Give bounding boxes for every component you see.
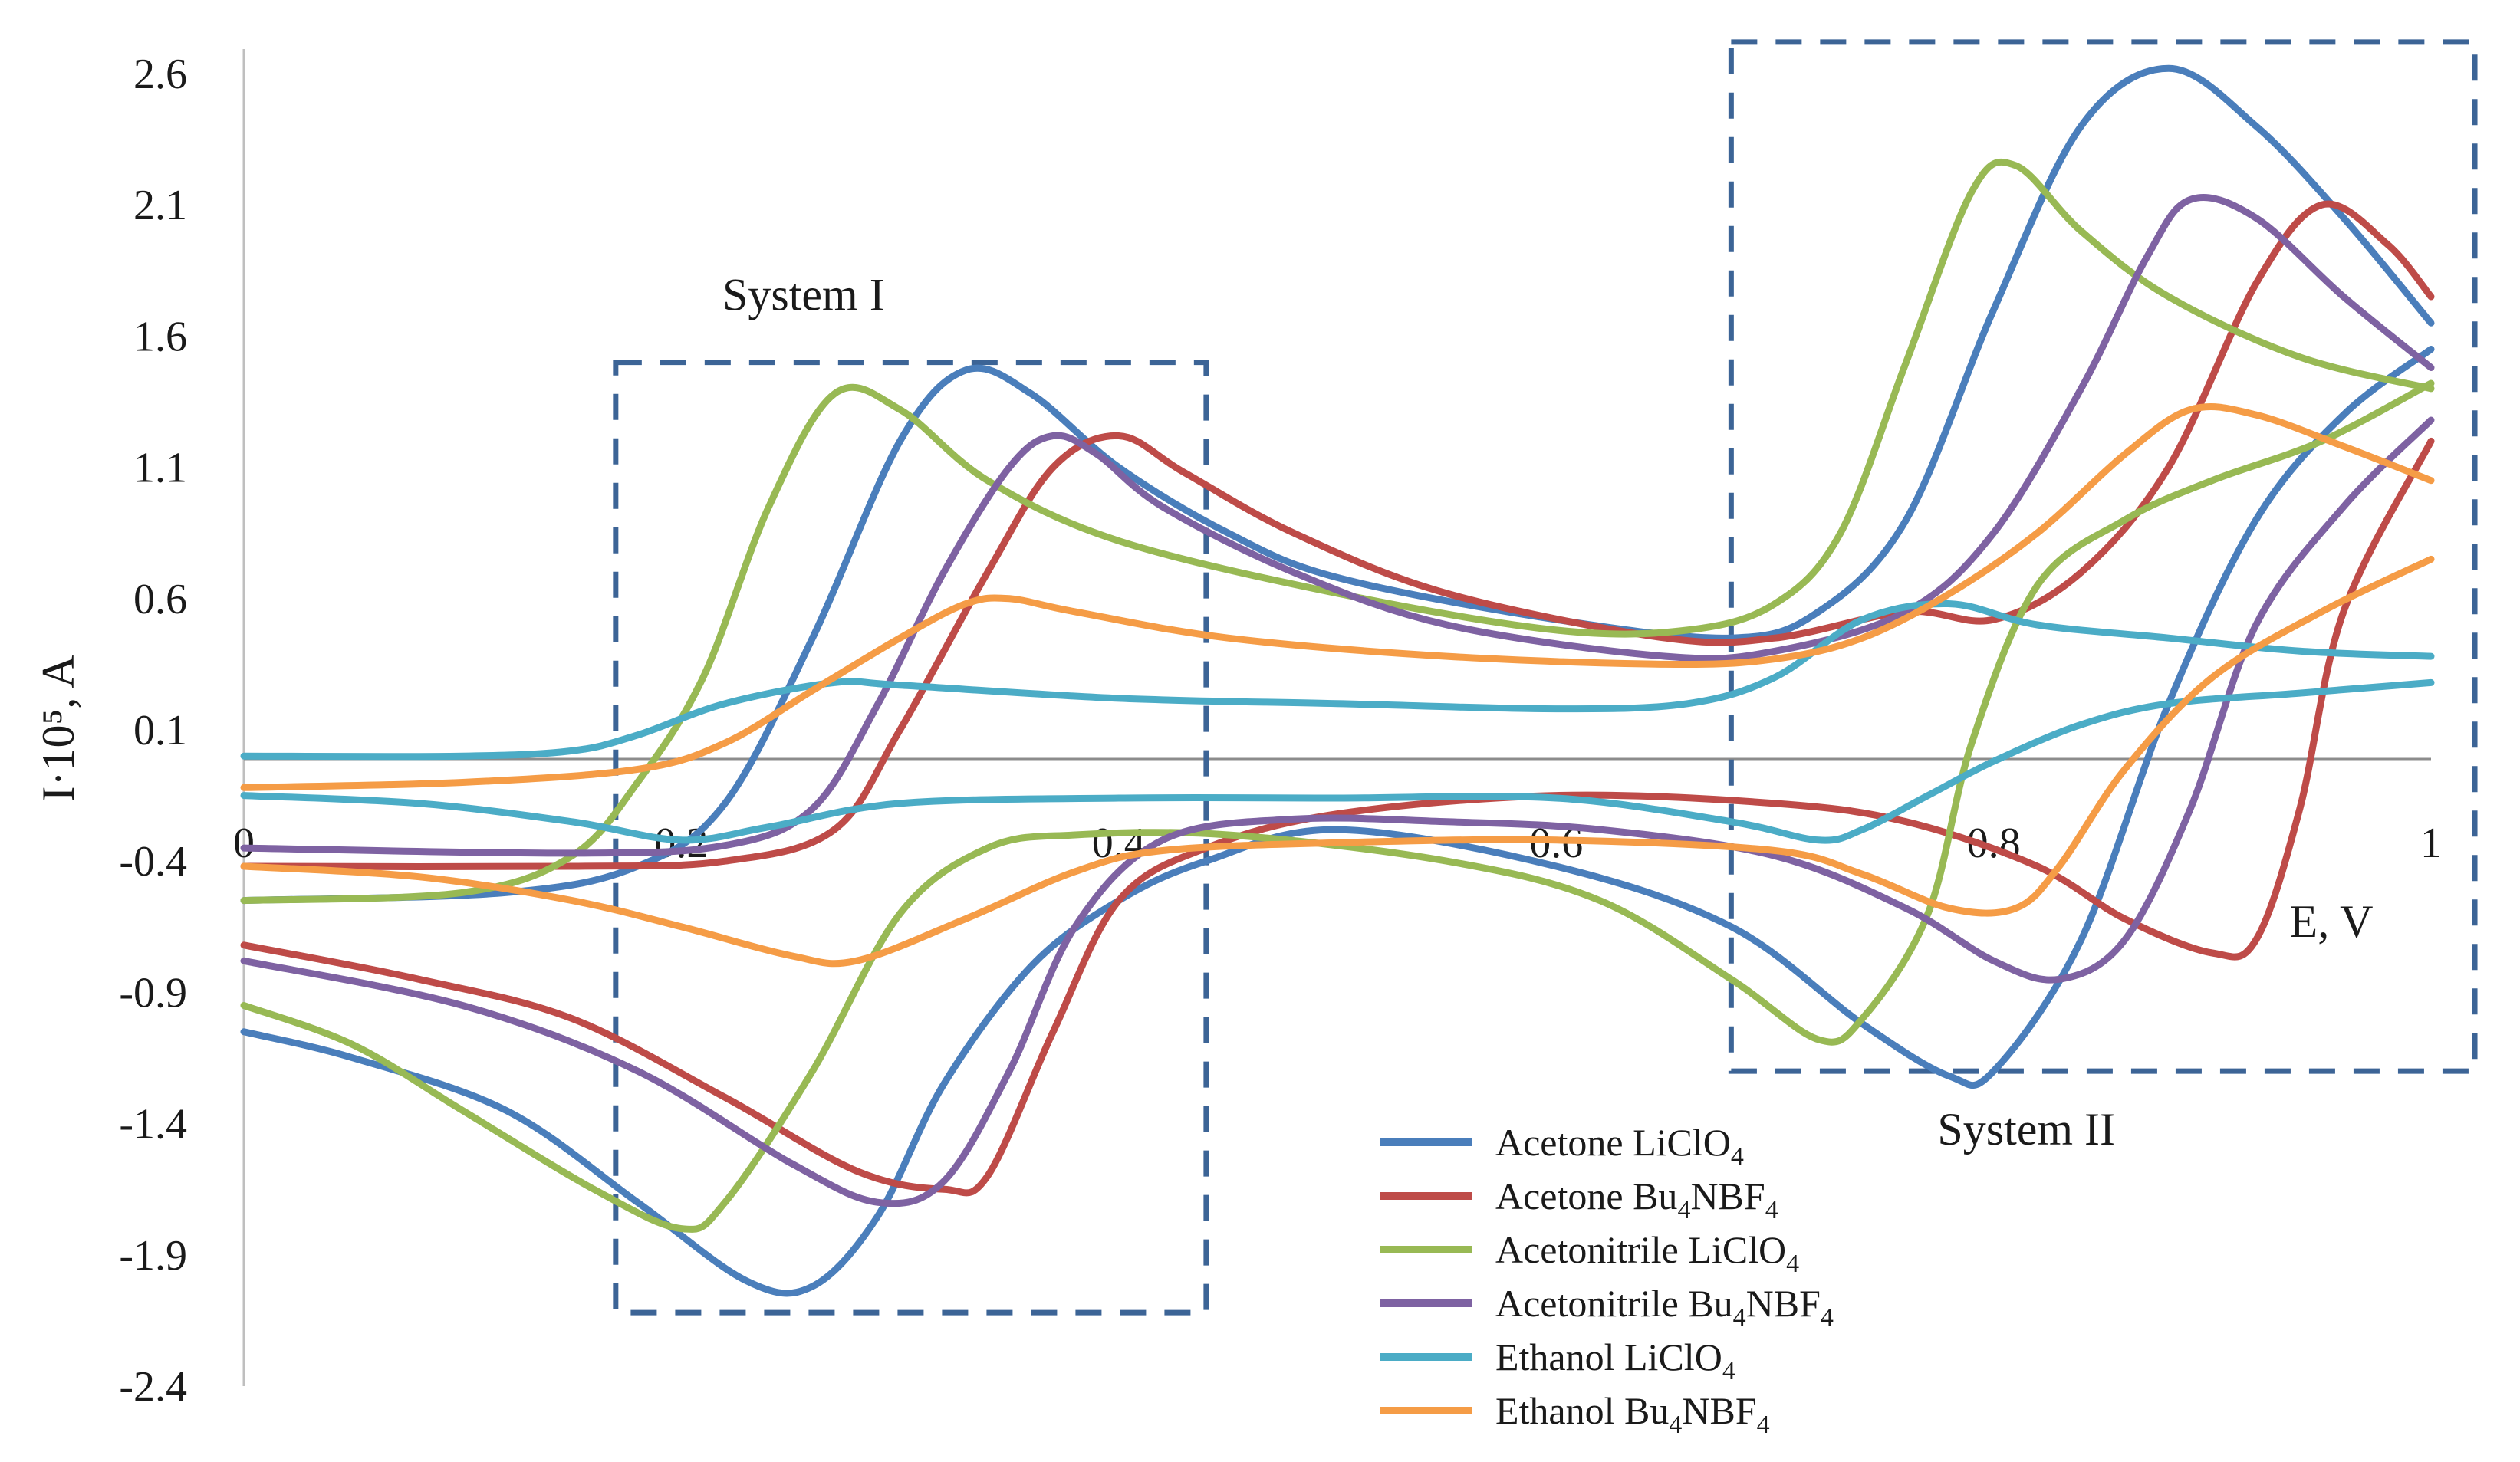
- legend-subscript: 4: [1677, 1196, 1690, 1224]
- series-line-reverse: [240, 416, 2435, 1207]
- series-line-forward: [240, 158, 2435, 905]
- legend-subscript: 4: [1731, 1142, 1744, 1171]
- legend-entry: Acetonitrile LiClO4: [1495, 1228, 1799, 1278]
- legend-label: Acetonitrile LiClO: [1495, 1228, 1786, 1271]
- legend-entry: Acetonitrile Bu4NBF4: [1495, 1282, 1834, 1332]
- series-line-forward: [240, 194, 2435, 857]
- series-curves: [240, 64, 2435, 1297]
- legend-entry: Acetone LiClO4: [1495, 1121, 1744, 1171]
- series-line-reverse: [240, 437, 2435, 1197]
- y-tick-label: 1.1: [133, 445, 187, 492]
- legend-entry: Acetone Bu4NBF4: [1495, 1175, 1778, 1224]
- x-axis-title: E, V: [2290, 896, 2374, 947]
- legend-label: Acetonitrile Bu: [1495, 1282, 1733, 1325]
- series-line-forward: [240, 200, 2435, 871]
- series-line-forward: [240, 64, 2435, 905]
- y-tick-labels: 2.6 2.1 1.6 1.1 0.6 0.1 -0.4 -0.9 -1.4 -1.9 -2.4: [119, 51, 187, 1411]
- y-tick-label: -0.9: [119, 969, 187, 1017]
- y-tick-label: 0.6: [133, 576, 187, 623]
- series-line-reverse: [240, 555, 2435, 968]
- x-tick-label: 1: [2420, 820, 2442, 867]
- legend-label: Ethanol LiClO: [1495, 1336, 1722, 1378]
- legend-subscript: 4: [1765, 1196, 1778, 1224]
- y-tick-label: 2.1: [133, 182, 187, 229]
- series-line-forward: [240, 402, 2435, 791]
- legend-subscript: 4: [1669, 1411, 1682, 1439]
- y-tick-label: -2.4: [119, 1363, 187, 1411]
- x-tick-label: 0: [233, 820, 255, 867]
- legend-subscript: 4: [1786, 1250, 1799, 1278]
- legend-label: Acetone Bu: [1495, 1175, 1677, 1217]
- y-axis-title: I·10⁵, A: [33, 655, 84, 802]
- legend-entry: Ethanol Bu4NBF4: [1495, 1389, 1770, 1439]
- series-line-reverse: [240, 346, 2435, 1297]
- legend-label: Acetone LiClO: [1495, 1121, 1731, 1164]
- region-label: System II: [1937, 1104, 2115, 1155]
- y-tick-label: 1.6: [133, 313, 187, 360]
- legend-label: Ethanol Bu: [1495, 1389, 1669, 1432]
- legend-subscript: 4: [1757, 1411, 1770, 1439]
- y-tick-label: 0.1: [133, 707, 187, 754]
- legend-entry: Ethanol LiClO4: [1495, 1336, 1735, 1385]
- y-tick-label: 2.6: [133, 51, 187, 98]
- legend-subscript: 4: [1733, 1303, 1746, 1332]
- legend-label: NBF: [1682, 1389, 1756, 1432]
- y-tick-label: -0.4: [119, 838, 187, 885]
- series-line-reverse: [240, 678, 2435, 844]
- series-line-forward: [240, 600, 2435, 761]
- y-tick-label: -1.9: [119, 1232, 187, 1280]
- region-box: [613, 360, 1209, 1316]
- y-tick-label: -1.4: [119, 1101, 187, 1148]
- legend-label: NBF: [1746, 1282, 1821, 1325]
- legend-label: NBF: [1690, 1175, 1765, 1217]
- region-boxes: System I System II: [613, 39, 2478, 1316]
- legend-subscript: 4: [1722, 1357, 1735, 1385]
- region-label: System I: [722, 270, 885, 320]
- legend-subscript: 4: [1821, 1303, 1834, 1332]
- series-line-reverse: [240, 379, 2435, 1233]
- region-box: [1728, 39, 2478, 1074]
